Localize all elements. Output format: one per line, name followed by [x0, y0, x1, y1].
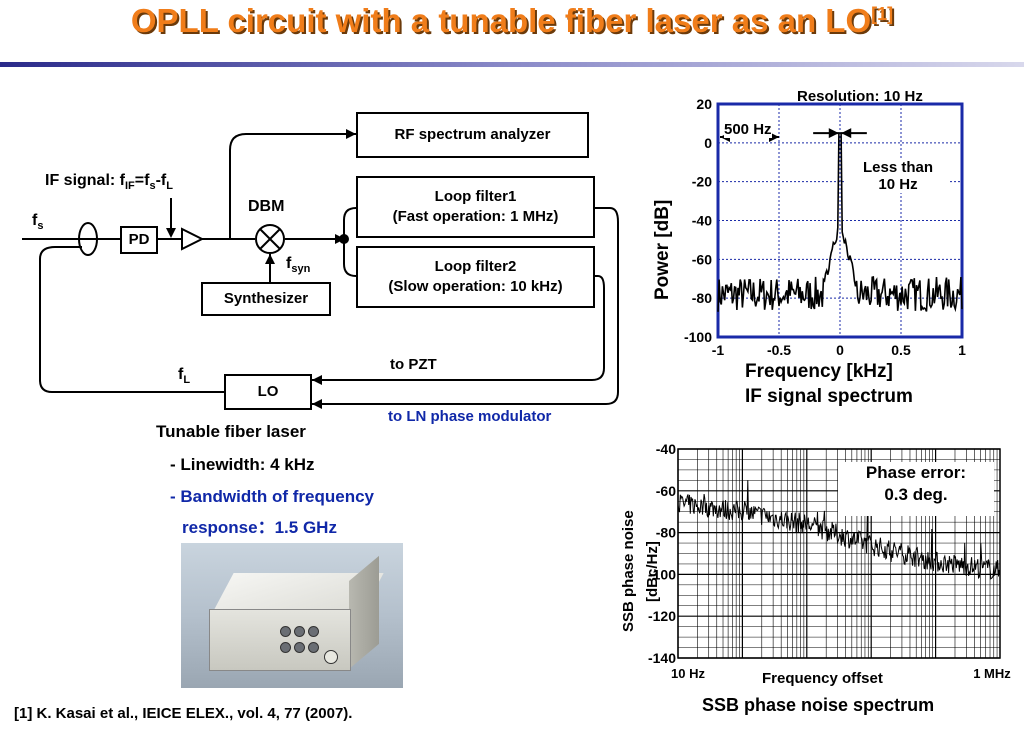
rf-analyzer-box: RF spectrum analyzer	[356, 112, 589, 158]
if-ytick-label: -100	[684, 329, 712, 345]
phase-error-annotation: Phase error:0.3 deg.	[838, 462, 994, 516]
if-xtick-label: -0.5	[767, 342, 791, 358]
ssb-ytick-label: -60	[656, 483, 676, 499]
fs-label: fs	[32, 212, 44, 233]
loop-filter2-box: Loop filter2(Slow operation: 10 kHz)	[356, 246, 595, 308]
if-ytick-label: -40	[692, 213, 712, 229]
amplifier-icon	[181, 227, 205, 251]
if-xtick-label: 0.5	[891, 342, 911, 358]
ssb-ytick-label: -100	[648, 566, 676, 582]
if-xtick-label: 0	[836, 342, 844, 358]
fl-label: fL	[178, 366, 191, 387]
linewidth-arrow-left-head	[828, 128, 839, 139]
if-ytick-label: -20	[692, 174, 712, 190]
if-xtick-label: -1	[712, 342, 725, 358]
to-pzt-label: to PZT	[390, 356, 437, 373]
bandwidth-spec-line2: response：1.5 GHz	[182, 518, 337, 537]
if-ytick-label: -80	[692, 290, 712, 306]
to-ln-label: to LN phase modulator	[388, 408, 552, 425]
ssb-noise-trace	[677, 480, 1001, 580]
ssb-xtick-label: 10 Hz	[671, 666, 705, 681]
span-label: 500 Hz	[724, 121, 772, 138]
linewidth-arrow-right-head	[841, 128, 852, 139]
slide-title: OPLL circuit with a tunable fiber laser …	[130, 2, 894, 39]
title-divider	[0, 62, 1024, 67]
resolution-label: Resolution: 10 Hz	[797, 88, 923, 105]
laser-title: Tunable fiber laser	[156, 422, 306, 441]
if-ytick-label: 20	[696, 96, 712, 112]
ssb-ytick-label: -40	[656, 441, 676, 457]
if-ytick-label: 0	[704, 135, 712, 151]
ssb-xtick-label: 1 MHz	[973, 666, 1011, 681]
ssb-ylabel-line2: [dBc/Hz]	[644, 541, 661, 602]
if-xlabel: Frequency [kHz]	[745, 361, 893, 382]
ssb-ytick-label: -140	[648, 650, 676, 666]
if-signal-label: IF signal: fIF=fs-fL	[45, 172, 173, 193]
fsyn-label: fsyn	[286, 255, 311, 276]
if-chart-title: IF signal spectrum	[745, 386, 913, 407]
dbm-label: DBM	[248, 198, 285, 215]
if-spectrum-trace	[717, 132, 963, 313]
loop-filter1-box: Loop filter1(Fast operation: 1 MHz)	[356, 176, 595, 238]
citation: [1] K. Kasai et al., IEICE ELEX., vol. 4…	[14, 705, 353, 722]
ssb-ylabel-line1: SSB phase noise	[620, 510, 637, 632]
synthesizer-box: Synthesizer	[201, 282, 331, 316]
lo-box: LO	[224, 374, 312, 410]
ssb-ytick-label: -80	[656, 525, 676, 541]
pd-box: PD	[120, 226, 158, 254]
ssb-ytick-label: -120	[648, 608, 676, 624]
if-ytick-label: -60	[692, 251, 712, 267]
ssb-chart-title: SSB phase noise spectrum	[702, 695, 935, 715]
fiber-laser-photo	[181, 543, 403, 688]
linewidth-spec: - Linewidth: 4 kHz	[170, 455, 315, 474]
ssb-xlabel: Frequency offset	[762, 670, 883, 687]
bandwidth-spec-line1: - Bandwidth of frequency	[170, 487, 374, 506]
if-xtick-label: 1	[958, 342, 966, 358]
